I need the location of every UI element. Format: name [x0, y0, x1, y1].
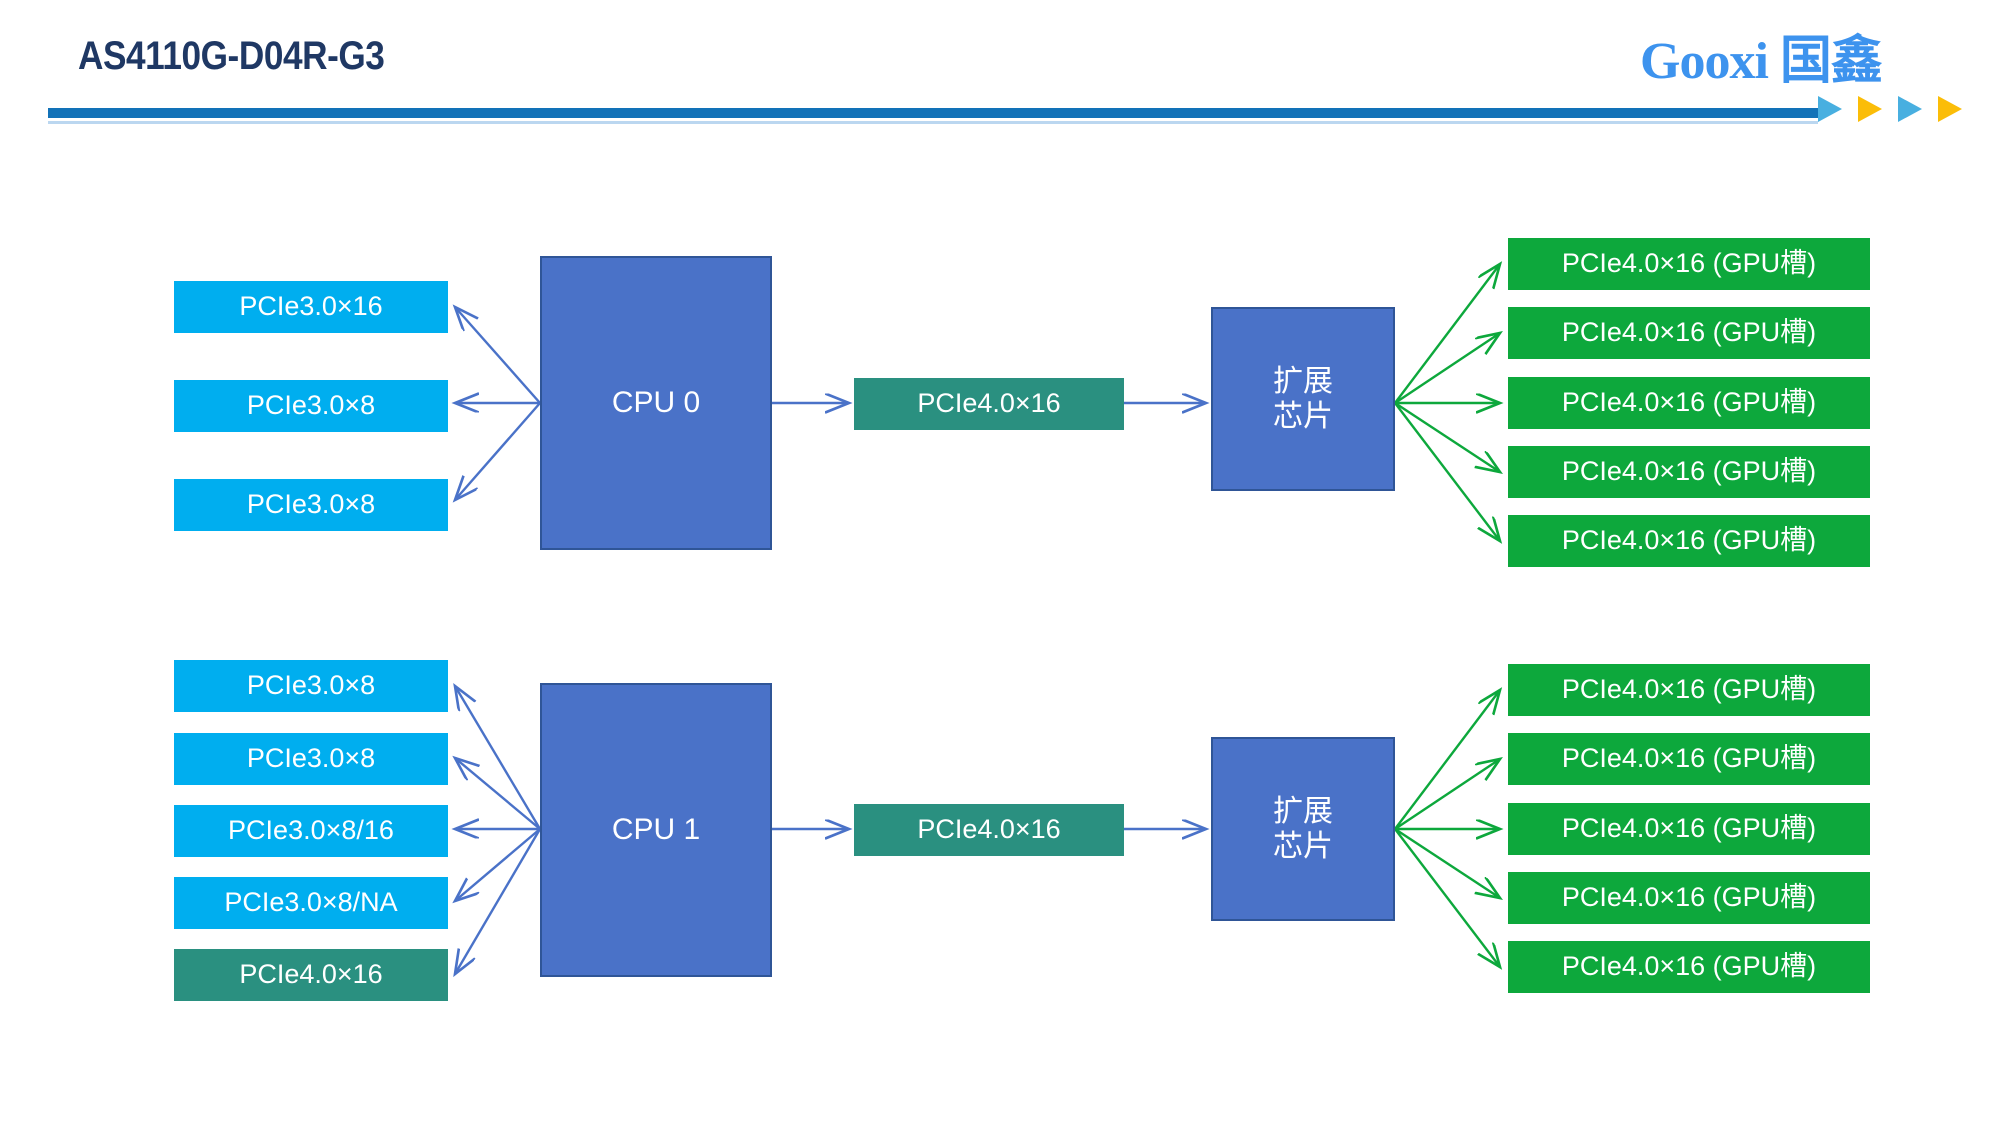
triangle-arrow-4-icon — [1938, 96, 1962, 122]
cpu1-block[interactable]: CPU 1 — [540, 683, 772, 977]
cpu0-gpu-slot-5[interactable]: PCIe4.0×16 (GPU槽) — [1508, 515, 1870, 567]
cpu0-left-slot-3[interactable]: PCIe3.0×8 — [174, 479, 448, 531]
cpu1-left-slot-5[interactable]: PCIe4.0×16 — [174, 949, 448, 1001]
cpu0-gpu-slot-1[interactable]: PCIe4.0×16 (GPU槽) — [1508, 238, 1870, 290]
cpu0-expansion-chip-block[interactable]: 扩展 芯片 — [1211, 307, 1395, 491]
cpu0-gpu-slot-2[interactable]: PCIe4.0×16 (GPU槽) — [1508, 307, 1870, 359]
cpu1-expansion-chip-block[interactable]: 扩展 芯片 — [1211, 737, 1395, 921]
cpu1-left-slot-4[interactable]: PCIe3.0×8/NA — [174, 877, 448, 929]
brand-logo-text: Gooxi 国鑫 — [1640, 33, 1883, 90]
header-rule-thin — [48, 121, 1818, 124]
cpu0-block[interactable]: CPU 0 — [540, 256, 772, 550]
cpu1-left-slot-2[interactable]: PCIe3.0×8 — [174, 733, 448, 785]
cpu0-gpu-slot-4[interactable]: PCIe4.0×16 (GPU槽) — [1508, 446, 1870, 498]
triangle-arrow-2-icon — [1858, 96, 1882, 122]
cpu1-gpu-slot-4[interactable]: PCIe4.0×16 (GPU槽) — [1508, 872, 1870, 924]
cpu0-chip-label-line2: 芯片 — [1273, 400, 1333, 433]
cpu1-gpu-slot-3[interactable]: PCIe4.0×16 (GPU槽) — [1508, 803, 1870, 855]
triangle-arrow-1-icon — [1818, 96, 1842, 122]
page-header: AS4110G-D04R-G3 Gooxi 国鑫 — [0, 0, 2004, 130]
page-title: AS4110G-D04R-G3 — [78, 34, 385, 78]
cpu0-left-slot-2[interactable]: PCIe3.0×8 — [174, 380, 448, 432]
cpu0-chip-label-line1: 扩展 — [1273, 364, 1333, 398]
header-rule-thick — [48, 108, 1818, 118]
cpu1-chip-label-line2: 芯片 — [1273, 830, 1333, 863]
cpu0-uplink-block[interactable]: PCIe4.0×16 — [854, 378, 1124, 430]
cpu1-gpu-slot-5[interactable]: PCIe4.0×16 (GPU槽) — [1508, 941, 1870, 993]
cpu1-left-slot-1[interactable]: PCIe3.0×8 — [174, 660, 448, 712]
brand-logo: Gooxi 国鑫 — [1640, 18, 2000, 124]
cpu0-left-slot-1[interactable]: PCIe3.0×16 — [174, 281, 448, 333]
cpu1-chip-label-line1: 扩展 — [1273, 794, 1333, 828]
cpu1-gpu-slot-2[interactable]: PCIe4.0×16 (GPU槽) — [1508, 733, 1870, 785]
cpu1-left-slot-3[interactable]: PCIe3.0×8/16 — [174, 805, 448, 857]
cpu1-uplink-block[interactable]: PCIe4.0×16 — [854, 804, 1124, 856]
cpu1-gpu-slot-1[interactable]: PCIe4.0×16 (GPU槽) — [1508, 664, 1870, 716]
triangle-arrow-3-icon — [1898, 96, 1922, 122]
cpu0-gpu-slot-3[interactable]: PCIe4.0×16 (GPU槽) — [1508, 377, 1870, 429]
logo-arrow-group — [1818, 96, 1962, 122]
